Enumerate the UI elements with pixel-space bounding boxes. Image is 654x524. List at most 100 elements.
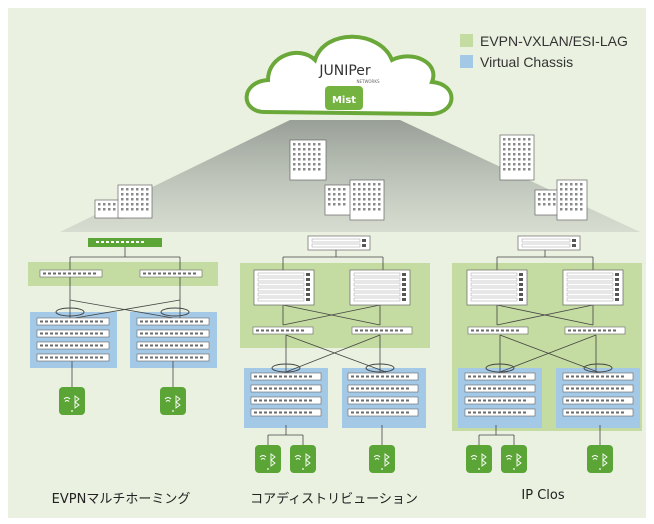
switch-port — [596, 375, 599, 378]
switch-port — [200, 332, 203, 335]
router-port — [141, 241, 144, 243]
building-window — [508, 148, 511, 151]
switch-port — [183, 272, 186, 275]
building-window — [580, 183, 583, 186]
switch-port — [568, 329, 571, 332]
building-window — [528, 163, 531, 166]
topology-label: IP Clos — [521, 488, 565, 503]
building-window — [308, 148, 311, 151]
line-card — [353, 297, 401, 302]
line-card — [353, 292, 401, 297]
switch-port — [355, 329, 358, 332]
switch-port — [173, 272, 176, 275]
switch-port — [596, 399, 599, 402]
switch-port — [596, 411, 599, 414]
switch-port — [90, 320, 93, 323]
switch-port — [396, 387, 399, 390]
building-window — [126, 203, 129, 206]
building-window — [103, 208, 106, 211]
wifi-icon — [470, 455, 478, 460]
switch-port — [578, 329, 581, 332]
building-window — [293, 168, 296, 171]
switch-port — [165, 332, 168, 335]
building-window — [136, 203, 139, 206]
switch-port — [155, 344, 158, 347]
switch-1u — [464, 408, 536, 417]
switch-port — [40, 356, 43, 359]
switch-port — [401, 411, 404, 414]
building-window — [503, 158, 506, 161]
building-window — [543, 193, 546, 196]
building-window — [146, 203, 149, 206]
switch-port — [145, 332, 148, 335]
building-window — [303, 168, 306, 171]
switch-port — [581, 399, 584, 402]
building-window — [141, 208, 144, 211]
switch-1u — [562, 396, 634, 405]
line-card-led — [362, 239, 366, 242]
building-window — [503, 153, 506, 156]
status-led — [71, 410, 73, 412]
switch-port — [356, 411, 359, 414]
switch-1u — [464, 384, 536, 393]
switch-port — [395, 329, 398, 332]
switch-port — [284, 411, 287, 414]
switch-port — [591, 387, 594, 390]
switch-port — [493, 399, 496, 402]
switch-1u — [467, 326, 529, 335]
legend-swatch-green — [460, 34, 473, 47]
building-window — [565, 203, 568, 206]
network-link — [282, 304, 381, 326]
switch-port — [55, 332, 58, 335]
switch-port — [165, 344, 168, 347]
switch-port — [279, 387, 282, 390]
building-window — [523, 168, 526, 171]
switch-port — [274, 387, 277, 390]
switch-port — [488, 375, 491, 378]
building-window — [363, 183, 366, 186]
line-card — [470, 292, 518, 297]
building-window — [378, 183, 381, 186]
switch-port — [158, 272, 161, 275]
switch-port — [155, 332, 158, 335]
switch-port — [60, 344, 63, 347]
building-icon — [349, 179, 385, 221]
switch-port — [611, 411, 614, 414]
switch-port — [254, 411, 257, 414]
status-led — [172, 410, 174, 412]
router-port — [121, 241, 124, 243]
wifi-icon — [505, 455, 513, 460]
switch-port — [88, 272, 91, 275]
line-card-led — [362, 244, 366, 247]
switch-port — [180, 356, 183, 359]
switch-port — [80, 320, 83, 323]
access-point-body — [466, 445, 492, 473]
switch-port — [150, 320, 153, 323]
router-port — [116, 241, 119, 243]
building-window — [538, 203, 541, 206]
building-window — [333, 198, 336, 201]
building-window — [343, 203, 346, 206]
building-window — [353, 203, 356, 206]
switch-port — [473, 411, 476, 414]
access-point — [290, 445, 316, 473]
mist-badge — [325, 86, 363, 110]
building-window — [131, 198, 134, 201]
switch-port — [391, 375, 394, 378]
building-window — [570, 188, 573, 191]
switch-port — [63, 272, 66, 275]
switch-port — [370, 329, 373, 332]
switch-port — [70, 344, 73, 347]
legend-label: Virtual Chassis — [480, 53, 574, 70]
status-led — [599, 468, 601, 470]
switch-port — [75, 356, 78, 359]
switch-port — [621, 375, 624, 378]
wifi-icon — [591, 455, 599, 460]
switch-port — [264, 375, 267, 378]
switch-port — [401, 399, 404, 402]
line-card-led — [615, 298, 619, 301]
switch-port — [80, 332, 83, 335]
switch-port — [473, 399, 476, 402]
building-window — [538, 193, 541, 196]
wifi-icon — [63, 397, 71, 402]
